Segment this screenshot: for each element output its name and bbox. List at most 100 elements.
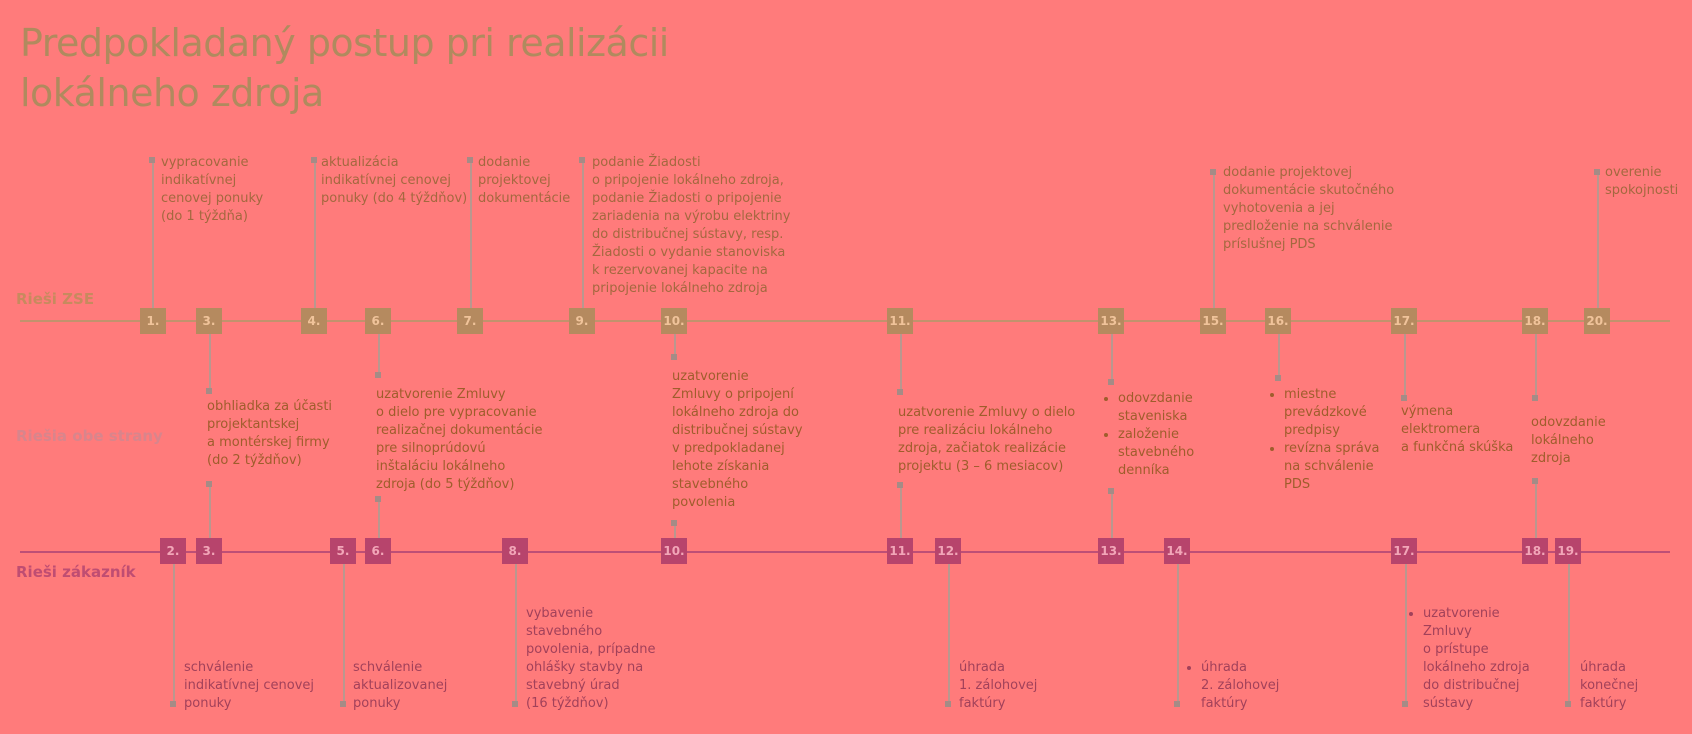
connector-line xyxy=(1535,480,1537,538)
zse-step-marker: 15. xyxy=(1200,308,1226,334)
connector-dot xyxy=(1532,478,1538,484)
connector-dot xyxy=(375,372,381,378)
row-label-customer: Rieši zákazník xyxy=(16,563,136,581)
connector-line xyxy=(582,160,584,308)
zse-step-marker: 7. xyxy=(457,308,483,334)
customer-step-marker: 3. xyxy=(196,538,222,564)
customer-step-marker: 19. xyxy=(1555,538,1581,564)
connector-dot xyxy=(375,496,381,502)
connector-dot xyxy=(512,701,518,707)
zse-step-marker: 3. xyxy=(196,308,222,334)
connector-dot xyxy=(897,389,903,395)
connector-line xyxy=(1535,333,1537,398)
connector-line xyxy=(209,483,211,538)
customer-step-marker: 10. xyxy=(661,538,687,564)
customer-step-marker: 8. xyxy=(502,538,528,564)
connector-dot xyxy=(311,157,317,163)
customer-step-marker: 13. xyxy=(1098,538,1124,564)
connector-line xyxy=(1568,564,1570,704)
connector-dot xyxy=(467,157,473,163)
customer-step-marker: 18. xyxy=(1522,538,1548,564)
connector-dot xyxy=(579,157,585,163)
connector-dot xyxy=(1210,169,1216,175)
zse-step-marker: 9. xyxy=(569,308,595,334)
zse-step-marker: 17. xyxy=(1391,308,1417,334)
connector-line xyxy=(1177,564,1179,704)
connector-line xyxy=(470,160,472,308)
customer-step-marker: 17. xyxy=(1391,538,1417,564)
zse-step-marker: 18. xyxy=(1522,308,1548,334)
zse-step-marker: 10. xyxy=(661,308,687,334)
connector-dot xyxy=(1174,701,1180,707)
connector-line xyxy=(1111,490,1113,538)
zse-step-marker: 20. xyxy=(1584,308,1610,334)
connector-line xyxy=(209,333,211,393)
connector-line xyxy=(1597,172,1599,308)
connector-dot xyxy=(1532,395,1538,401)
customer-step-marker: 14. xyxy=(1164,538,1190,564)
customer-step-marker: 6. xyxy=(365,538,391,564)
row-label-both: Riešia obe strany xyxy=(16,427,163,445)
connector-line xyxy=(900,333,902,393)
customer-step-marker: 12. xyxy=(935,538,961,564)
connector-line xyxy=(515,564,517,704)
connector-dot xyxy=(1565,701,1571,707)
zse-step-marker: 16. xyxy=(1265,308,1291,334)
connector-dot xyxy=(206,481,212,487)
connector-line xyxy=(1278,333,1280,378)
connector-line xyxy=(173,564,175,704)
connector-dot xyxy=(1108,488,1114,494)
connector-line xyxy=(314,160,316,308)
connector-dot xyxy=(1275,375,1281,381)
connector-line xyxy=(378,498,380,538)
connector-dot xyxy=(170,701,176,707)
zse-step-marker: 1. xyxy=(140,308,166,334)
connector-line xyxy=(1404,333,1406,398)
zse-step-marker: 6. xyxy=(365,308,391,334)
connector-line xyxy=(900,484,902,538)
zse-timeline xyxy=(20,320,1670,322)
zse-step-marker: 13. xyxy=(1098,308,1124,334)
connector-line xyxy=(152,160,154,308)
zse-step-marker: 11. xyxy=(887,308,913,334)
connector-dot xyxy=(945,701,951,707)
connector-line xyxy=(1111,333,1113,383)
connector-line xyxy=(674,333,676,358)
connector-line xyxy=(1213,172,1215,308)
customer-step-marker: 11. xyxy=(887,538,913,564)
connector-line xyxy=(674,522,676,538)
connector-dot xyxy=(206,388,212,394)
connector-dot xyxy=(1401,395,1407,401)
customer-timeline xyxy=(20,551,1670,553)
page-title: Predpokladaný postup pri realizácii loká… xyxy=(20,21,669,115)
connector-dot xyxy=(897,482,903,488)
connector-line xyxy=(948,564,950,704)
connector-line xyxy=(343,564,345,704)
zse-step-marker: 4. xyxy=(301,308,327,334)
connector-dot xyxy=(671,354,677,360)
connector-line xyxy=(1405,564,1407,704)
customer-step-marker: 5. xyxy=(330,538,356,564)
